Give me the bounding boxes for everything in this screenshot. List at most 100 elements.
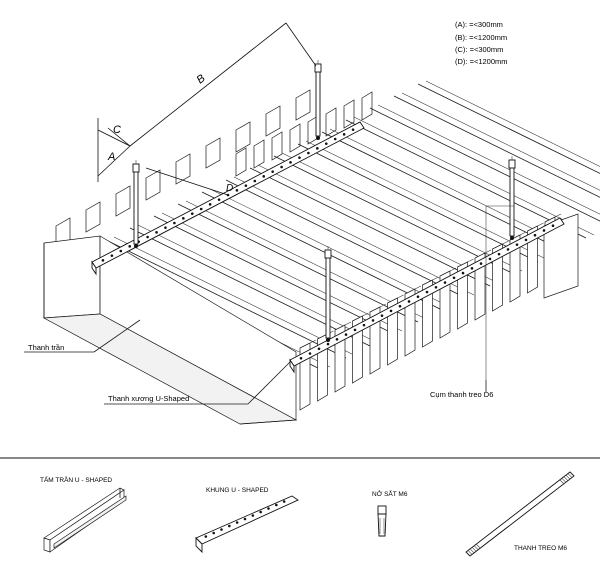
strip-panel-edge: [425, 80, 600, 167]
rail-hole: [533, 233, 537, 237]
khung-hole: [235, 521, 239, 524]
rail-hole: [128, 245, 132, 248]
hanger-anchor: [132, 163, 140, 173]
spec-a: (A): =<300mm: [455, 20, 503, 29]
strip-panel: [273, 155, 515, 275]
strip-panel: [369, 107, 600, 222]
khung-hole: [251, 514, 255, 517]
rail-hole: [326, 342, 330, 346]
rail-hole: [271, 170, 274, 173]
strip-panel: [249, 167, 491, 287]
hanger-nut: [510, 236, 514, 240]
back-slat: [85, 201, 101, 233]
front-fin-top: [309, 339, 317, 344]
hanger-nut: [326, 338, 330, 342]
khung-holes: [204, 500, 286, 538]
rail-hole: [308, 352, 312, 355]
rail-hole: [262, 175, 266, 178]
rail-hole: [425, 290, 429, 294]
dim-c-line: [97, 129, 131, 147]
back-slat: [295, 89, 311, 121]
strip-panel-edge: [353, 116, 595, 236]
rail-hole: [443, 281, 447, 284]
front-fin-top: [502, 240, 509, 245]
rod-thread: [465, 551, 471, 557]
khung-hole: [220, 528, 223, 531]
strip-panel: [153, 215, 395, 335]
anchor-head-icon: [377, 505, 387, 515]
spec-b: (B): =<1200mm: [455, 33, 507, 42]
front-fin-top: [397, 294, 404, 299]
component-label-khung: KHUNG U - SHAPED: [206, 487, 269, 494]
spec-d: (D): =<1200mm: [455, 57, 508, 66]
rail-hole: [524, 238, 528, 242]
rail-hole: [119, 249, 123, 253]
rod-thread: [561, 478, 567, 483]
strip-panel-edge: [281, 152, 523, 272]
rail-hole: [316, 147, 319, 150]
rail-hole: [479, 262, 483, 265]
callout-thanh-tran-leader: [93, 319, 141, 353]
component-label-no-sat: NỞ SẮT M6: [372, 489, 408, 498]
rail-hole: [515, 243, 519, 246]
rail-hole: [173, 221, 176, 225]
front-fin-top: [519, 231, 527, 236]
rail-hole: [452, 276, 456, 280]
front-panel: [42, 235, 298, 425]
rail-hole: [416, 295, 420, 299]
front-fin-top: [449, 267, 457, 272]
rail-hole: [506, 248, 510, 251]
anchor-body-icon: [377, 513, 387, 537]
rail-hole: [371, 319, 375, 322]
rail-hole: [380, 314, 384, 317]
hanger-rod-group: [132, 60, 516, 342]
strip-panel: [417, 83, 600, 174]
dim-b-line: [129, 22, 287, 147]
rail-hole: [182, 217, 185, 220]
rail-hole: [407, 300, 411, 303]
right-rod-frame: [485, 205, 514, 380]
rail-hole: [344, 333, 348, 336]
rail-hole: [307, 151, 310, 155]
back-slat: [361, 91, 373, 121]
strip-panel-edge: [233, 176, 475, 296]
rod-thread: [567, 473, 573, 478]
components-row: TẤM TRẦN U - SHAPED KHUNG U - SHAPED NỞ …: [40, 471, 575, 557]
component-khung: KHUNG U - SHAPED: [195, 487, 299, 554]
rod-thread: [471, 547, 477, 552]
back-slat: [343, 99, 355, 129]
component-thanh-treo: THANH TREO M6: [465, 471, 575, 557]
rod-thread-group: [465, 471, 575, 557]
strip-panel-edge: [209, 188, 451, 308]
rail-hole: [208, 203, 212, 206]
rail-hole: [317, 347, 321, 351]
dim-a-line: [97, 145, 131, 177]
rail-hole: [398, 304, 402, 308]
rail-hole: [199, 207, 203, 211]
back-slat: [205, 137, 221, 169]
dim-d-line: [145, 167, 229, 196]
back-slat: [235, 121, 251, 153]
rail-hole: [333, 137, 337, 141]
front-fin-top: [537, 222, 544, 227]
rail-hole: [110, 254, 114, 257]
rail-hole: [353, 328, 357, 332]
rail-hole: [434, 285, 438, 289]
khung-hole: [267, 507, 270, 510]
rod-thread: [569, 471, 575, 477]
strip-panel: [177, 203, 419, 323]
component-label-tam-tran: TẤM TRẦN U - SHAPED: [40, 474, 112, 484]
hanger-rod: [509, 165, 515, 237]
callout-cum-thanh-treo: Cụm thanh treo D6: [430, 390, 493, 399]
front-fin-top: [432, 276, 439, 281]
khung-hole: [228, 524, 231, 528]
dim-c-label: C: [113, 124, 121, 136]
strip-panel-edge: [329, 128, 571, 248]
component-no-sat: NỞ SẮT M6: [372, 489, 408, 537]
dim-b-label: B: [194, 72, 207, 86]
back-slat-group: [55, 89, 373, 249]
rail-hole: [101, 259, 105, 262]
threaded-rod-icon: [465, 471, 575, 557]
